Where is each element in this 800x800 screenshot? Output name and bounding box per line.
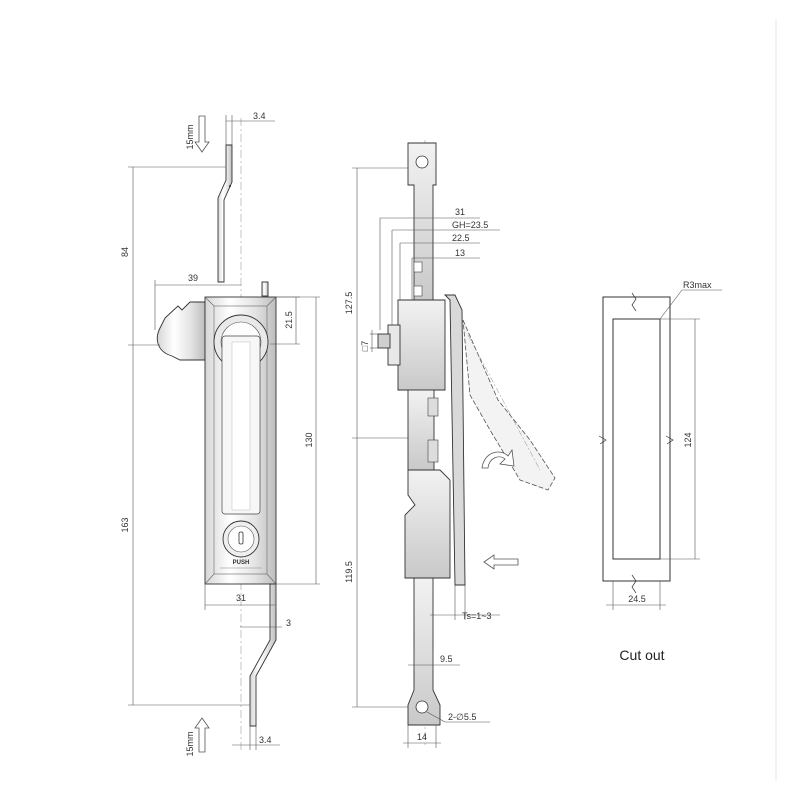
square-shaft (377, 333, 391, 349)
dim-rod-9-5: 9.5 (440, 654, 453, 664)
dim-ts: Ts=1~3 (462, 611, 492, 621)
dim-handle-length: 130 (304, 432, 314, 447)
dim-depth-13: 13 (455, 248, 465, 258)
dim-holes: 2-∅5.5 (448, 712, 476, 722)
dim-radius: R3max (683, 280, 712, 290)
dim-upper-length: 127.5 (344, 292, 354, 315)
dim-body-width: 31 (236, 593, 246, 603)
dim-top-offset: 3.4 (253, 111, 266, 121)
bottom-travel-arrow-icon (194, 717, 210, 753)
cutout-view: R3max 124 24.5 Cut out (598, 280, 722, 663)
side-tab (261, 281, 269, 297)
dim-lever-offset: 21.5 (284, 311, 294, 329)
front-view: PUSH 3.4 15mm 84 163 39 (120, 111, 320, 757)
side-view: 127.5 119.5 31 GH=23.5 22.5 13 □7 (344, 140, 556, 748)
top-travel-arrow-icon (194, 115, 210, 153)
upper-rod (217, 144, 233, 283)
dim-lower-length: 119.5 (344, 561, 354, 583)
dim-depth-22-5: 22.5 (452, 233, 470, 243)
dim-upper-rod: 84 (120, 247, 130, 257)
dim-top-travel: 15mm (185, 124, 195, 149)
push-arrow-icon (483, 554, 519, 570)
push-label: PUSH (233, 560, 250, 566)
side-lower-housing (404, 469, 451, 579)
keyhole-icon (238, 531, 244, 545)
rotate-arrow-icon (481, 448, 515, 469)
side-housing (397, 299, 446, 391)
dim-depth-31: 31 (455, 207, 465, 217)
dim-handle-reach: 39 (188, 273, 198, 283)
dim-square-7: □7 (360, 341, 370, 351)
dim-width-14: 14 (417, 732, 427, 742)
dim-bottom-travel: 15mm (185, 731, 195, 756)
cutout-title: Cut out (619, 647, 664, 663)
open-handle-outline (462, 319, 556, 491)
handle-knob (156, 301, 206, 361)
cutout-inner (612, 318, 661, 560)
dim-bottom-offset: 3.4 (259, 735, 272, 745)
lower-hole-icon (415, 700, 429, 714)
dim-gh: GH=23.5 (452, 220, 488, 230)
dim-overall-length: 163 (120, 517, 130, 532)
dim-cutout-width: 24.5 (628, 594, 646, 604)
dim-rod-offset: 3 (286, 618, 291, 628)
dim-cutout-height: 124 (683, 432, 693, 447)
upper-hole-icon (415, 155, 429, 169)
